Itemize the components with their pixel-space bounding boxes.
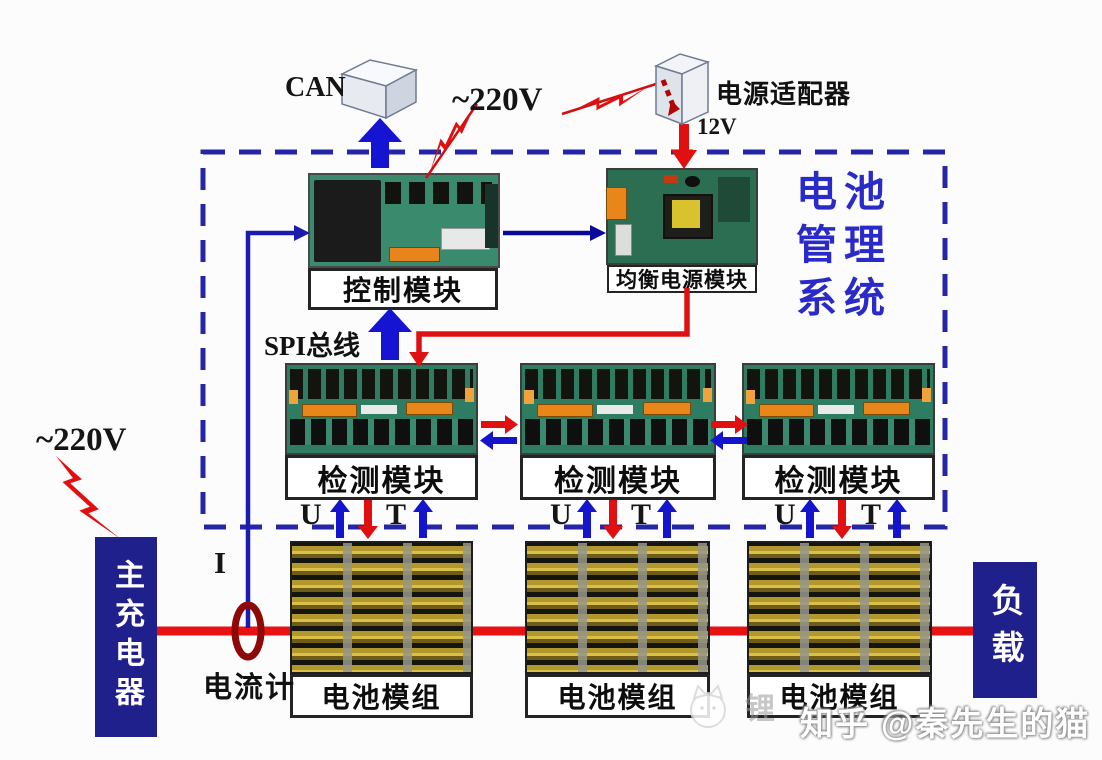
current-sense-line <box>245 230 294 628</box>
mains-voltage-top-label: ~220V <box>452 82 543 118</box>
battery-pack-image-1 <box>290 541 473 674</box>
daisy-chain-right-arrow-icon <box>481 415 518 434</box>
bms-dashed-border <box>200 149 948 530</box>
voltage-up-arrow-icon <box>800 499 820 538</box>
detection-module-label-3: 检测模块 <box>742 455 935 500</box>
balance-down-arrow-icon <box>603 500 623 539</box>
balance-module-board-image <box>606 168 758 265</box>
detection-board-image-1 <box>285 363 478 455</box>
balance-module-label: 均衡电源模块 <box>607 265 757 293</box>
battery-module-label-3: 电池模组 <box>747 674 932 718</box>
main-charger-box: 主充电器 <box>95 537 157 737</box>
temperature-up-arrow-icon <box>887 499 907 538</box>
adapter-cube-icon <box>653 53 711 126</box>
balance-down-arrow-icon <box>832 500 852 539</box>
control-module-board-image <box>308 173 500 268</box>
voltage-signal-label: U <box>774 498 796 531</box>
current-sense-arrowhead <box>294 225 310 241</box>
temperature-signal-label: T <box>861 498 882 531</box>
current-symbol-label: I <box>214 545 227 580</box>
balance-supply-line <box>416 288 690 352</box>
balance-down-arrow-icon <box>358 500 378 539</box>
voltage-up-arrow-icon <box>577 499 597 538</box>
detection-module-label-2: 检测模块 <box>520 455 716 500</box>
control-board-black-component <box>313 180 382 263</box>
load-box: 负载 <box>973 562 1037 698</box>
mains-voltage-left-label: ~220V <box>36 422 127 458</box>
lightning-icon <box>56 456 121 540</box>
daisy-chain-right-arrow-icon <box>711 415 748 434</box>
cat-logo-icon <box>690 684 726 728</box>
voltage-up-arrow-icon <box>330 499 350 538</box>
temperature-signal-label: T <box>386 498 407 531</box>
detection-board-image-3 <box>742 363 935 455</box>
balance-supply-arrowhead <box>409 352 429 367</box>
adapter-output-label: 12V <box>697 114 737 139</box>
spi-up-arrow-icon <box>368 308 412 360</box>
control-to-balance-arrowhead <box>590 225 606 241</box>
can-cube-icon <box>339 59 419 120</box>
ammeter-label: 电流计 <box>203 672 297 704</box>
lightning-icon <box>430 112 472 172</box>
detection-board-image-2 <box>520 363 716 455</box>
temperature-up-arrow-icon <box>657 499 677 538</box>
ammeter-ring-icon <box>231 601 265 661</box>
zhihu-watermark: 知乎 @秦先生的猫 <box>800 705 1091 742</box>
can-up-arrow-icon <box>358 118 402 168</box>
daisy-chain-left-arrow-icon <box>710 431 747 450</box>
faint-watermark-text: 锂 <box>745 693 775 726</box>
temperature-up-arrow-icon <box>413 499 433 538</box>
battery-pack-image-2 <box>525 541 710 674</box>
voltage-signal-label: U <box>550 498 572 531</box>
adapter-label: 电源适配器 <box>716 79 852 109</box>
control-module-label: 控制模块 <box>308 268 498 310</box>
adapter-down-arrow-icon <box>671 124 697 169</box>
bms-title: 电池 管理 系统 <box>796 169 892 321</box>
daisy-chain-left-arrow-icon <box>480 431 517 450</box>
spi-bus-label: SPI总线 <box>264 331 361 361</box>
battery-module-label-2: 电池模组 <box>525 674 710 718</box>
voltage-signal-label: U <box>300 498 322 531</box>
battery-module-label-1: 电池模组 <box>290 674 473 718</box>
detection-module-label-1: 检测模块 <box>285 455 478 500</box>
battery-pack-image-3 <box>747 541 932 674</box>
transformer-core <box>671 199 700 228</box>
can-label: CAN <box>285 72 346 103</box>
temperature-signal-label: T <box>631 498 652 531</box>
